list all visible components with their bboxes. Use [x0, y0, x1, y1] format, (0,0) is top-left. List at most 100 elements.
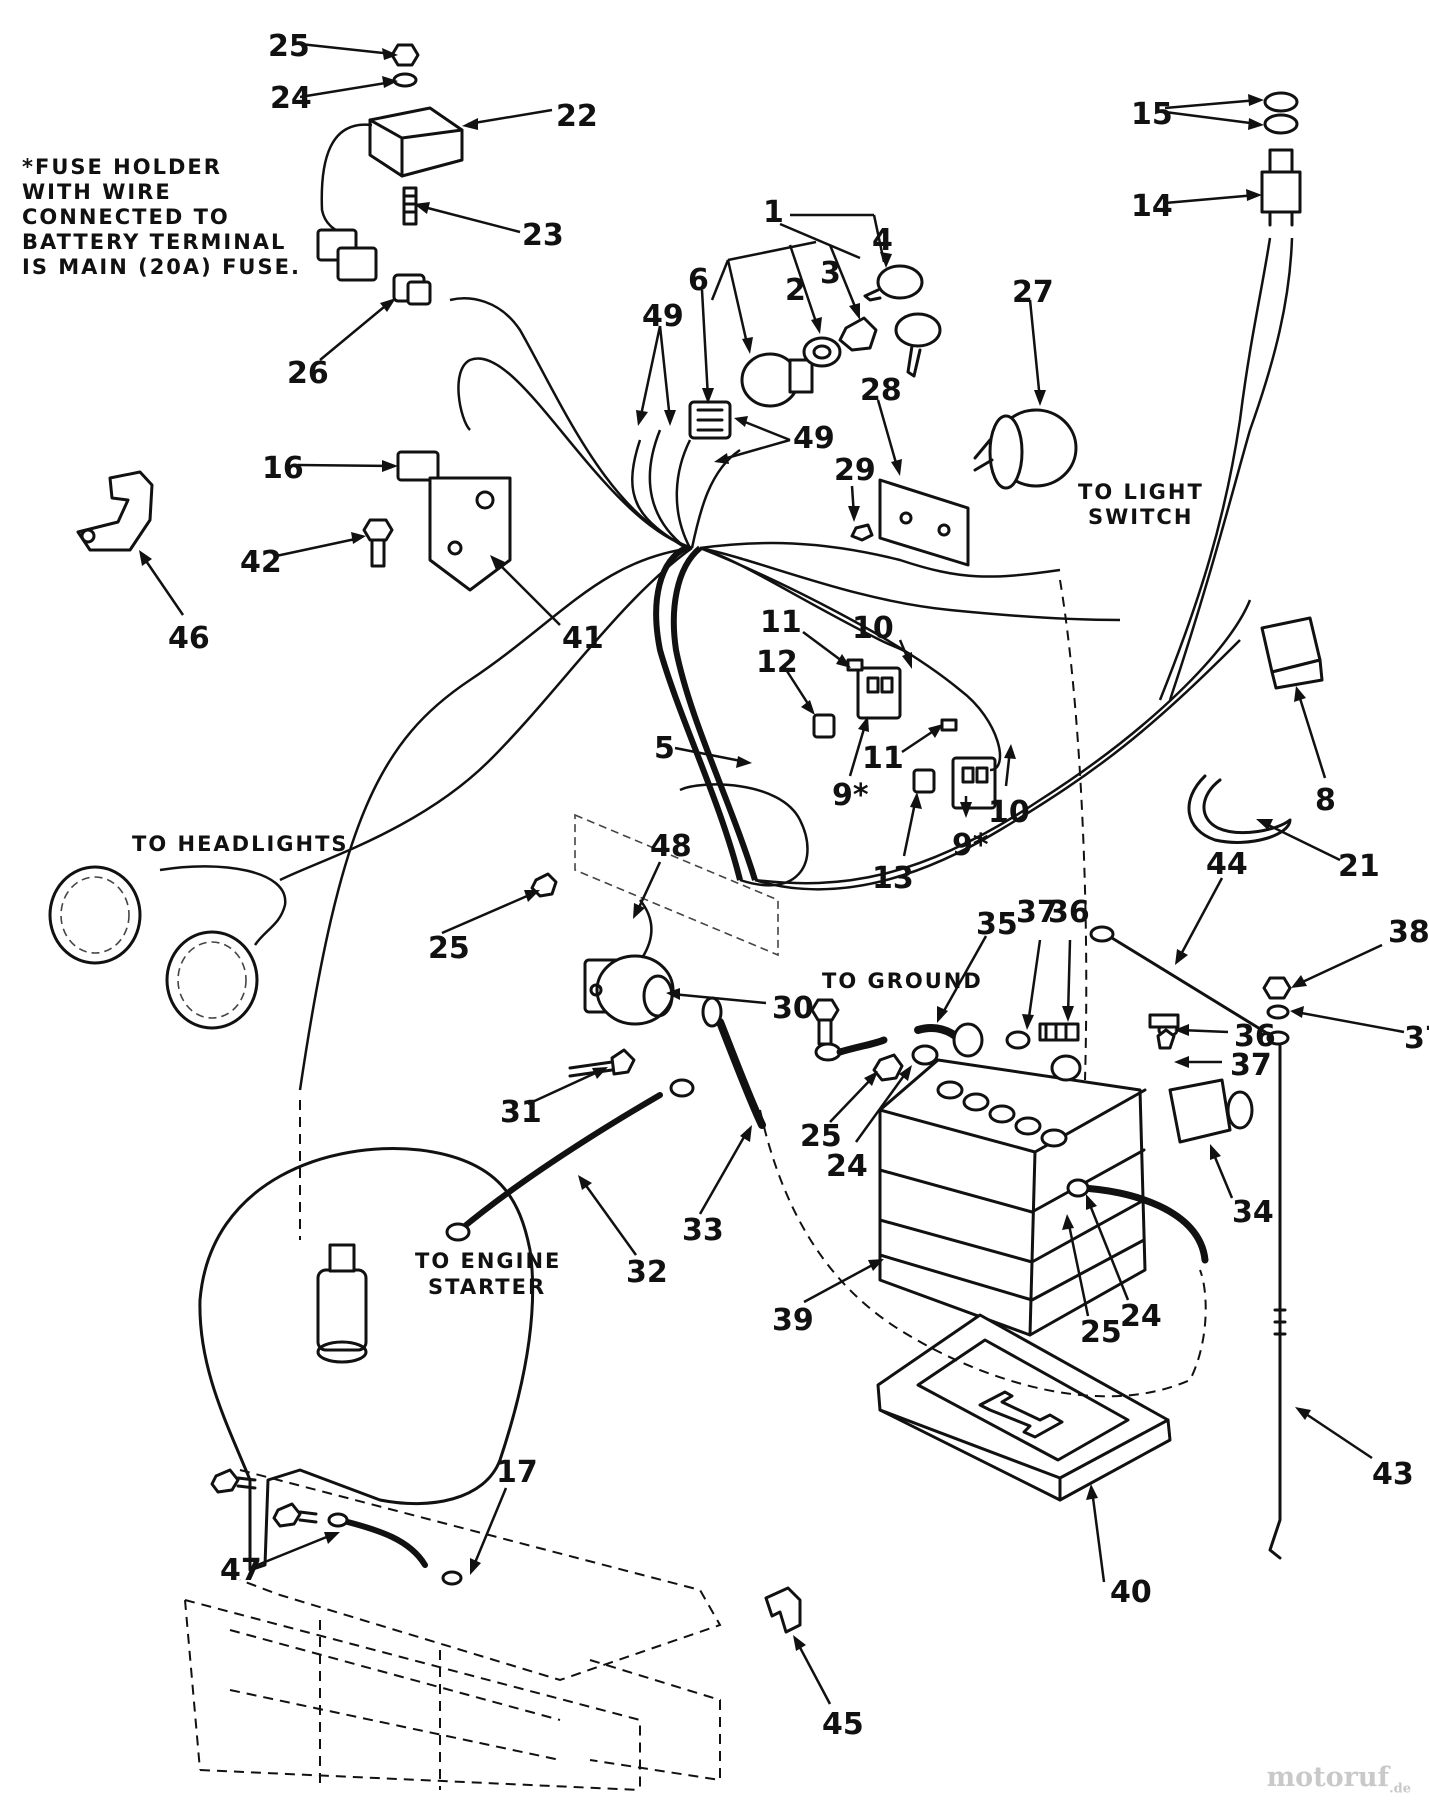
watermark-logo: motoruf.de	[1267, 1762, 1411, 1796]
callout-9-star: 9*	[832, 778, 869, 813]
callout-49: 49	[642, 299, 684, 334]
callout-43: 43	[1372, 1457, 1414, 1492]
fuse-note: *FUSE HOLDER WITH WIRE CONNECTED TO BATT…	[22, 155, 301, 279]
wire-clip-part	[764, 1586, 802, 1634]
fuse-note-line: CONNECTED TO	[22, 205, 230, 229]
callout-32: 32	[626, 1255, 668, 1290]
to-light-switch-label: TO LIGHT	[1078, 480, 1204, 504]
starter-cables-part	[445, 996, 766, 1242]
callout-48: 48	[650, 829, 692, 864]
callout-11: 11	[862, 741, 904, 776]
callout-25: 25	[268, 29, 310, 64]
ignition-switch-part	[688, 316, 878, 440]
callout-10: 10	[852, 611, 894, 646]
wiring-harness	[279, 297, 1252, 1398]
callout-12: 12	[756, 645, 798, 680]
to-ground-label: TO GROUND	[822, 969, 983, 993]
callout-33: 33	[682, 1213, 724, 1248]
callout-37: 37	[1016, 895, 1058, 930]
starter-solenoid-part	[530, 813, 779, 1026]
callout-9-star: 9*	[952, 828, 989, 863]
callout-8: 8	[1315, 783, 1336, 818]
chassis-frame	[184, 1469, 722, 1791]
callout-1: 1	[763, 195, 784, 230]
callout-34: 34	[1232, 1195, 1274, 1230]
callout-39: 39	[772, 1303, 814, 1338]
fuse-note-line: IS MAIN (20A) FUSE.	[22, 255, 301, 279]
connector-bracket-part	[362, 450, 512, 592]
leader-lines	[139, 42, 1405, 1705]
callout-numbers: 25 24 22 23 26 15 14 1 4 6 2 3 27 49 49 …	[168, 29, 1429, 1742]
callout-38: 38	[1388, 915, 1429, 950]
callout-13: 13	[872, 861, 914, 896]
keys-part	[863, 264, 942, 378]
callout-27: 27	[1012, 275, 1054, 310]
callout-41: 41	[562, 621, 604, 656]
callout-37: 37	[1404, 1021, 1429, 1056]
battery-part	[878, 1054, 1209, 1337]
callout-36: 36	[1234, 1019, 1276, 1054]
callout-3: 3	[820, 256, 841, 291]
rocker-switch-part	[1260, 616, 1324, 690]
battery-tray-part	[876, 1313, 1172, 1502]
to-headlights-label: TO HEADLIGHTS	[132, 832, 349, 856]
callout-16: 16	[262, 451, 304, 486]
callout-11: 11	[760, 605, 802, 640]
callout-36: 36	[1048, 895, 1090, 930]
fuse-note-line: WITH WIRE	[22, 180, 172, 204]
callout-44: 44	[1206, 847, 1248, 882]
callout-31: 31	[500, 1095, 542, 1130]
callout-23: 23	[522, 218, 564, 253]
callout-5: 5	[654, 731, 675, 766]
callout-21: 21	[1338, 849, 1380, 884]
callout-17: 17	[496, 1455, 538, 1490]
callout-24: 24	[826, 1149, 868, 1184]
callout-25: 25	[1080, 1315, 1122, 1350]
callout-49: 49	[793, 421, 835, 456]
callout-10: 10	[988, 795, 1030, 830]
callout-30: 30	[772, 991, 814, 1026]
callout-24: 24	[1120, 1299, 1162, 1334]
gauge-bracket-part	[850, 478, 970, 567]
ground-cable-part	[810, 998, 1080, 1082]
callout-45: 45	[822, 1707, 864, 1742]
relay-box-part	[316, 43, 464, 282]
callout-28: 28	[860, 373, 902, 408]
callout-4: 4	[872, 223, 893, 258]
callout-42: 42	[240, 545, 282, 580]
callout-22: 22	[556, 99, 598, 134]
fuse-note-line: *FUSE HOLDER	[22, 155, 222, 179]
clamp-part	[1187, 774, 1292, 844]
terminal-boot-part	[1148, 1013, 1254, 1144]
battery-hold-down-rod	[1089, 925, 1292, 1560]
callout-24: 24	[270, 81, 312, 116]
headlights-part	[48, 865, 287, 1030]
to-engine-starter-label: TO ENGINE	[415, 1249, 561, 1273]
to-engine-starter-label: STARTER	[428, 1275, 546, 1299]
callout-6: 6	[688, 263, 709, 298]
callout-47: 47	[220, 1553, 262, 1588]
callout-26: 26	[287, 356, 329, 391]
watermark-brand: motoruf	[1266, 1761, 1390, 1793]
callout-37: 37	[1230, 1048, 1272, 1083]
callout-25: 25	[800, 1119, 842, 1154]
callout-15: 15	[1131, 97, 1173, 132]
fuse-note-line: BATTERY TERMINAL	[22, 230, 286, 254]
fuse-holder-part	[812, 658, 997, 810]
to-light-switch-label: SWITCH	[1088, 505, 1193, 529]
callout-40: 40	[1110, 1575, 1152, 1610]
engine-ground-part	[210, 1468, 463, 1586]
callout-2: 2	[785, 273, 806, 308]
push-switch-part	[1158, 91, 1302, 701]
callout-35: 35	[976, 907, 1018, 942]
ground-strap-part	[76, 470, 154, 552]
callout-29: 29	[834, 453, 876, 488]
callout-14: 14	[1131, 189, 1173, 224]
callout-46: 46	[168, 621, 210, 656]
fuse-part	[392, 273, 432, 306]
hour-meter-part	[973, 408, 1078, 490]
watermark-suffix: .de	[1389, 1781, 1411, 1796]
callout-25: 25	[428, 931, 470, 966]
